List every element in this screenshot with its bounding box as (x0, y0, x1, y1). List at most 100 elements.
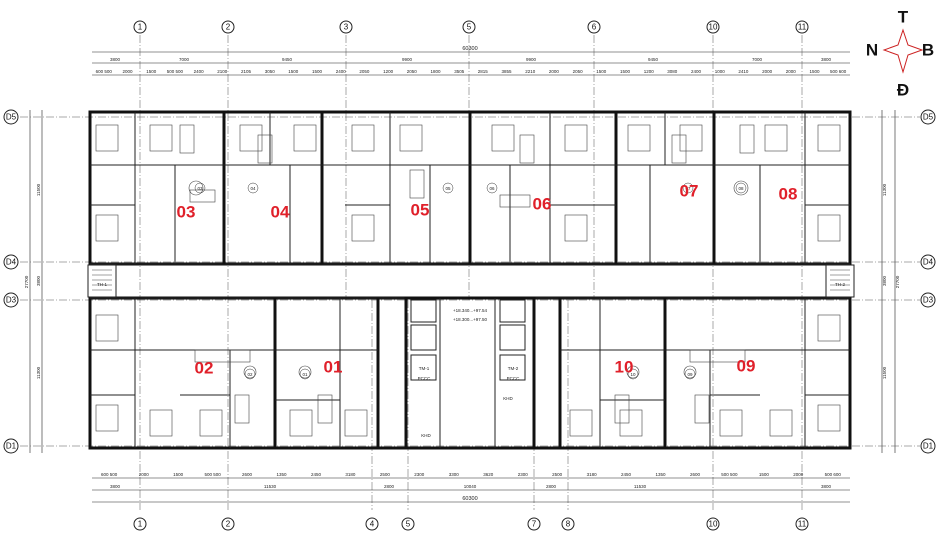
grid-bubble-bottom-7: 7 (527, 517, 541, 531)
building-walls (87, 110, 855, 450)
svg-text:D3: D3 (923, 296, 934, 305)
stair-left (87, 264, 117, 298)
lift-tag-a: TM-1 (419, 366, 430, 371)
top-span-dimension: 7000 (179, 57, 190, 62)
stair-tag-left: TH-1 (97, 282, 107, 287)
sub-dimension-label: 3620 (483, 472, 494, 477)
apartment-label-03: 03 (177, 203, 196, 222)
sub-dimension-label: 1200 (383, 69, 394, 74)
svg-text:11: 11 (798, 23, 807, 32)
room-tag-south: 10 (627, 368, 639, 380)
sub-dimension-label: 600 500 (101, 472, 118, 477)
svg-text:04: 04 (250, 186, 256, 191)
bottom-span-dimension: 10040 (464, 484, 477, 489)
stair-tag-right: TH-2 (835, 282, 845, 287)
pccc-tag-b: PCCC (507, 376, 521, 381)
sub-dimension-label: 2000 (139, 472, 150, 477)
room-tag-north: 06 (486, 182, 498, 194)
svg-text:D5: D5 (6, 113, 17, 122)
row-bubble-right-D5: D5 (920, 109, 936, 125)
svg-text:6: 6 (592, 23, 597, 32)
grid-bubble-top-6: 6 (587, 20, 601, 34)
grid-bubble-bottom-4: 4 (365, 517, 379, 531)
sub-dimension-label: 1500 (809, 69, 820, 74)
sub-dimension-label: 2500 (552, 472, 563, 477)
bottom-span-dimension: 2800 (546, 484, 557, 489)
row-bubble-right-D1: D1 (920, 438, 936, 454)
right-row-axes: D5 D4 D3 D1 27700 11300 3800 11500 (881, 109, 936, 454)
svg-text:09: 09 (687, 372, 693, 377)
svg-text:06: 06 (489, 186, 495, 191)
sub-dimension-label: 500 600 (825, 472, 842, 477)
left-part-dimension: 11500 (36, 183, 41, 196)
sub-dimension-label: 2050 (573, 69, 584, 74)
sub-dimension-label: 1500 (620, 69, 631, 74)
room-tag-south: 02 (244, 368, 256, 380)
room-tag-north: 04 (247, 182, 259, 194)
top-span-dimension: 9900 (526, 57, 537, 62)
sub-dimension-label: 1350 (655, 472, 666, 477)
top-span-dimension: 9450 (282, 57, 293, 62)
sub-dimension-label: 3080 (667, 69, 678, 74)
room-tag-north: 05 (442, 182, 454, 194)
top-grid-axes: 1 2 3 5 6 10 11 (133, 20, 809, 34)
bottom-grid-axes: 1 2 4 5 7 8 10 11 (133, 517, 809, 531)
grid-bubble-bottom-1: 1 (133, 517, 147, 531)
right-part-dimension: 3800 (882, 275, 887, 286)
grid-bubble-bottom-11: 11 (795, 517, 809, 531)
row-bubble-right-D3: D3 (920, 292, 936, 308)
compass-west-label: N (866, 41, 878, 60)
apartment-label-07: 07 (680, 182, 699, 201)
sub-dimension-label: 1200 (644, 69, 655, 74)
sub-dimension-label: 2600 (690, 472, 701, 477)
right-part-dimension: 11300 (882, 183, 887, 196)
bottom-span-dimension: 11530 (264, 484, 277, 489)
apartment-label-01: 01 (324, 358, 343, 377)
sub-dimension-label: 2000 (762, 69, 773, 74)
apartment-labels: 03 04 05 06 07 08 02 01 10 09 (177, 182, 798, 378)
core-level-note-a: +18.340...+97.54 (453, 308, 488, 313)
sub-dimension-label: 3300 (449, 472, 460, 477)
khd-tag-a: KHD (421, 433, 431, 438)
sub-dimension-label: 1000 (715, 69, 726, 74)
sub-dimension-label: 2000 (786, 69, 797, 74)
room-tag-north: 03 (194, 182, 206, 194)
row-bubble-left-D1: D1 (3, 438, 19, 454)
svg-text:7: 7 (532, 520, 537, 529)
sub-dimension-label: 3505 (454, 69, 465, 74)
sub-dimension-label: 2210 (525, 69, 536, 74)
svg-text:08: 08 (738, 186, 744, 191)
svg-text:D4: D4 (6, 258, 17, 267)
grid-bubble-top-11: 11 (795, 20, 809, 34)
apartment-label-04: 04 (271, 203, 290, 222)
sub-dimension-label: 1500 (173, 472, 184, 477)
bottom-span-dimension: 11530 (634, 484, 647, 489)
sub-dimension-label: 2000 (793, 472, 804, 477)
sub-dimension-label: 500 500 (167, 69, 184, 74)
compass-north-label: T (898, 8, 909, 27)
right-total-dimension: 27700 (895, 275, 900, 288)
svg-text:01: 01 (302, 372, 308, 377)
apartment-label-02: 02 (195, 359, 214, 378)
sub-dimension-label: 500 500 (204, 472, 221, 477)
apartment-label-06: 06 (533, 195, 552, 214)
bottom-overall-dimension: 60300 (462, 496, 477, 502)
sub-dimension-label: 2300 (414, 472, 425, 477)
top-span-dimension: 9450 (648, 57, 659, 62)
right-part-dimension: 11500 (882, 366, 887, 379)
compass-south-label: Đ (897, 81, 909, 100)
sub-dimension-label: 1500 (288, 69, 299, 74)
top-span-dimension: 3800 (110, 57, 121, 62)
svg-text:05: 05 (445, 186, 451, 191)
top-span-dimension: 9900 (402, 57, 413, 62)
row-bubble-left-D4: D4 (3, 254, 19, 270)
top-overall-dimension: 60300 (462, 46, 477, 52)
bottom-span-dimension: 3800 (821, 484, 832, 489)
sub-dimension-label: 3050 (265, 69, 276, 74)
lift-tag-b: TM-2 (508, 366, 519, 371)
sub-dimension-label: 1800 (430, 69, 441, 74)
svg-text:8: 8 (566, 520, 571, 529)
sub-dimension-label: 1500 (759, 472, 770, 477)
